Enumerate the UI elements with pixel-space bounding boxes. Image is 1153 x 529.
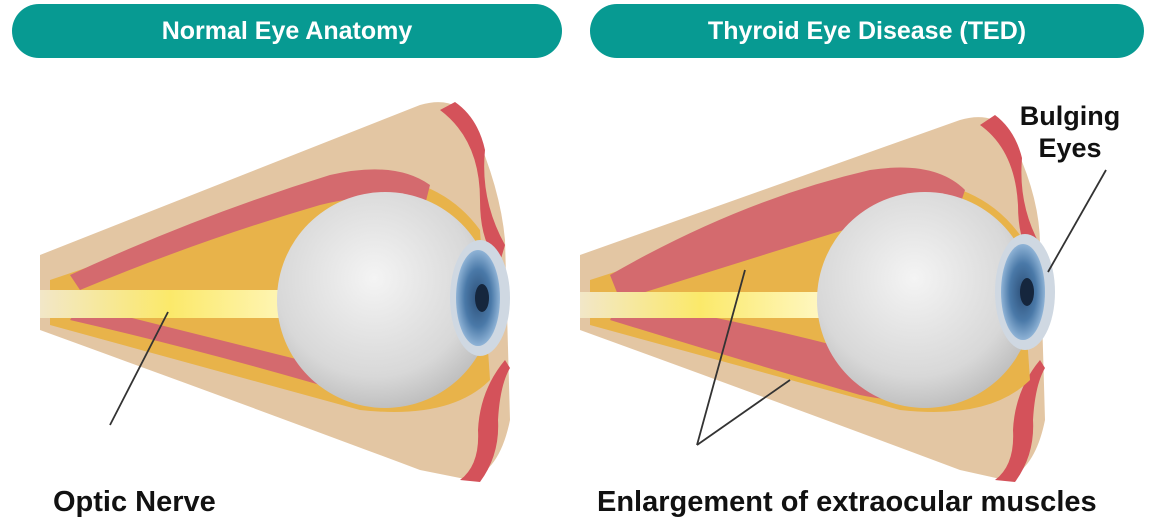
bulging-label-line2: Eyes xyxy=(990,132,1150,164)
pupil xyxy=(475,284,489,312)
optic-nerve-label: Optic Nerve xyxy=(53,486,216,519)
ted-eye-illustration xyxy=(580,115,1106,482)
optic-nerve xyxy=(40,290,300,318)
muscle-pointer-lower xyxy=(697,380,790,445)
bulging-label-line1: Bulging xyxy=(990,100,1150,132)
pupil xyxy=(1020,278,1034,306)
enlargement-label: Enlargement of extraocular muscles xyxy=(597,486,1097,519)
bulging-eyes-pointer xyxy=(1048,170,1106,272)
optic-nerve xyxy=(580,292,820,318)
bulging-eyes-label: Bulging Eyes xyxy=(990,100,1150,165)
normal-eye-illustration xyxy=(40,102,510,482)
